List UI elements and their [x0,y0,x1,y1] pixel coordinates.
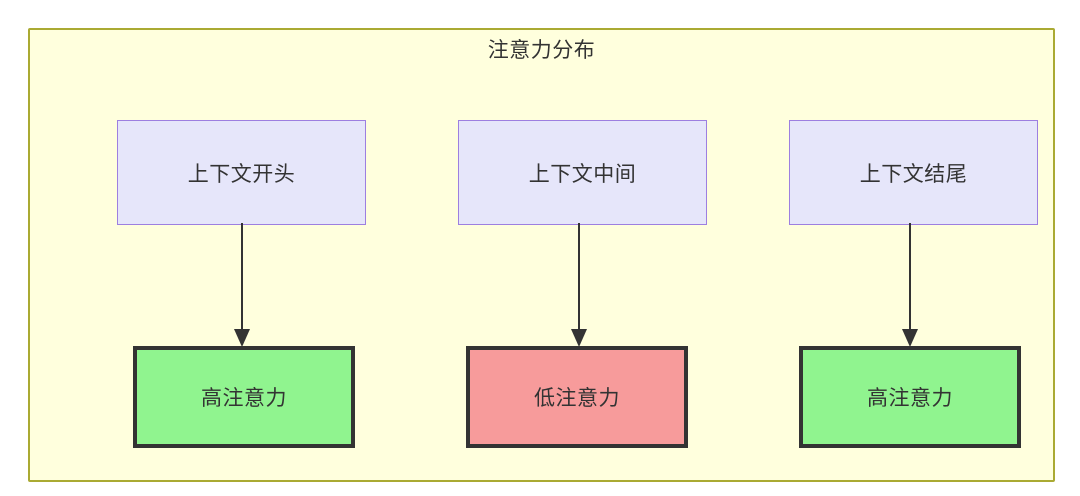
node-high-attention-begin[interactable]: 高注意力 [133,346,355,448]
edge-end-to-high-attention [897,223,923,349]
node-context-begin[interactable]: 上下文开头 [117,120,366,225]
node-context-middle[interactable]: 上下文中间 [458,120,707,225]
node-context-end[interactable]: 上下文结尾 [789,120,1038,225]
node-low-attention-middle[interactable]: 低注意力 [466,346,688,448]
edge-begin-to-high-attention [229,223,255,349]
node-high-attention-end[interactable]: 高注意力 [799,346,1021,448]
subgraph-title: 注意力分布 [487,39,596,62]
attention-distribution-subgraph: 注意力分布 上下文开头 高注意力 上下文中间 低注意力 [28,28,1055,482]
edge-middle-to-low-attention [566,223,592,349]
